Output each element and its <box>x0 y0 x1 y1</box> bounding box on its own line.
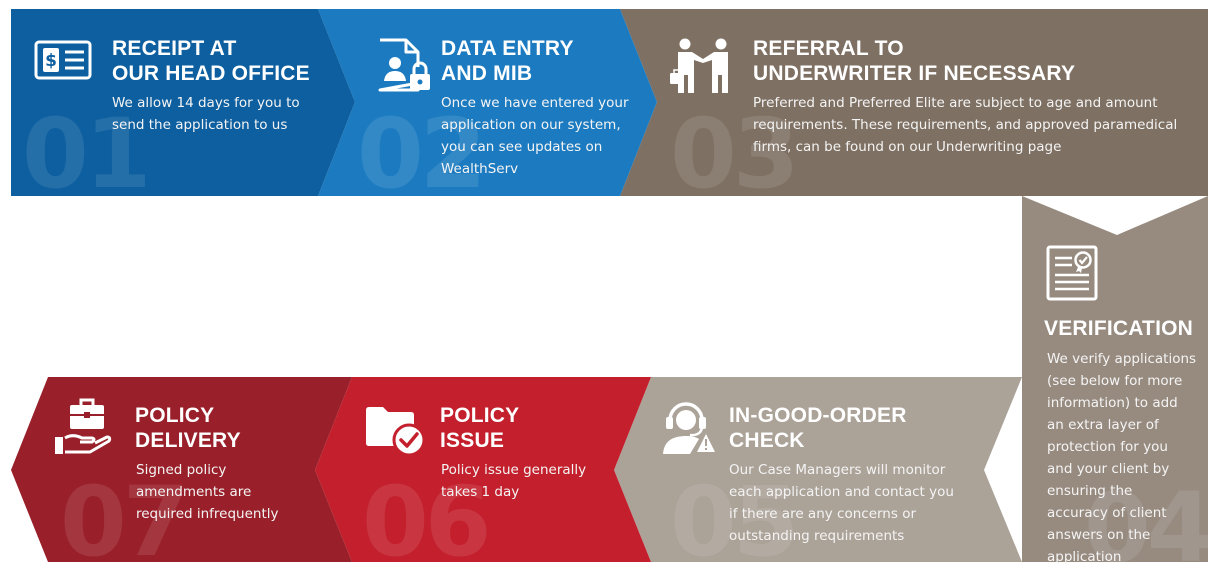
handshake-icon <box>670 38 728 93</box>
step-number: 01 <box>22 98 152 210</box>
step-number: 06 <box>362 466 492 578</box>
step-description: Our Case Managers will monitor each appl… <box>729 462 954 544</box>
step-number: 02 <box>357 98 487 210</box>
svg-text:$: $ <box>45 51 57 71</box>
step-description: Signed policy amendments are required in… <box>136 462 279 522</box>
step-description: Preferred and Preferred Elite are subjec… <box>753 95 1178 155</box>
step-number: 03 <box>670 98 800 210</box>
step-title: VERIFICATION <box>1044 317 1194 340</box>
folder-check-icon <box>366 407 426 457</box>
process-flow-shapes <box>11 9 1208 562</box>
briefcase-hand-icon <box>55 398 112 454</box>
step-description: Once we have entered your application on… <box>441 95 629 177</box>
receipt-icon: $ <box>34 40 92 80</box>
step-04-background <box>1022 196 1208 562</box>
step-description: We verify applications (see below for mo… <box>1047 351 1197 565</box>
step-02-background <box>318 9 657 196</box>
document-lock-icon <box>378 38 430 92</box>
step-05-background <box>614 377 1022 562</box>
step-number: 07 <box>60 466 190 578</box>
step-01-background <box>11 9 355 196</box>
step-03-background <box>620 9 1208 196</box>
certificate-icon <box>1046 245 1098 301</box>
step-number: 05 <box>670 466 800 578</box>
step-number: 04 <box>1084 472 1214 584</box>
step-description: We allow 14 days for you to send the app… <box>112 95 300 133</box>
step-description: Policy issue generally takes 1 day <box>441 462 587 500</box>
headset-agent-icon <box>663 402 715 454</box>
